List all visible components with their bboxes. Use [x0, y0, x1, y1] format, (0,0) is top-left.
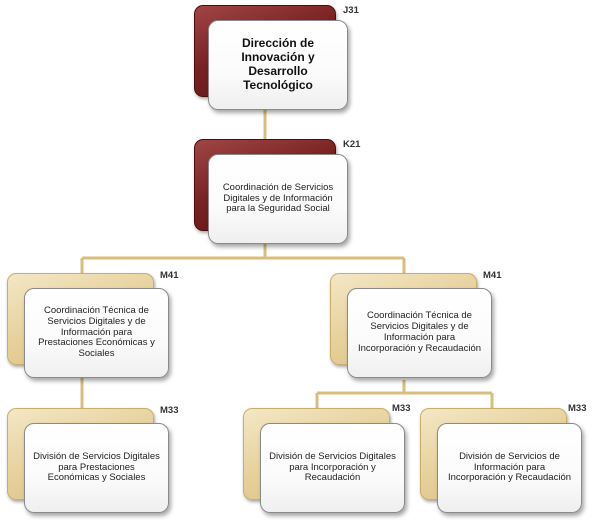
node-box: División de Servicios de Información par…: [437, 423, 582, 513]
node-label: División de Servicios de Información par…: [447, 450, 572, 484]
node-label: División de Servicios Digitales para Pre…: [33, 450, 160, 484]
node-box: Coordinación Técnica de Servicios Digita…: [24, 288, 169, 378]
node-label: Coordinación Técnica de Servicios Digita…: [357, 310, 482, 354]
node-box: División de Servicios Digitales para Pre…: [24, 423, 169, 513]
node-label: Coordinación de Servicios Digitales y de…: [222, 181, 334, 215]
node-code: M33: [160, 405, 179, 416]
org-node-m41-prestaciones: Coordinación Técnica de Servicios Digita…: [7, 273, 172, 383]
org-node-m33-servicios-informacion: División de Servicios de Información par…: [420, 408, 585, 518]
org-node-m41-incorporacion: Coordinación Técnica de Servicios Digita…: [330, 273, 495, 383]
org-node-k21: Coordinación de Servicios Digitales y de…: [194, 139, 354, 247]
node-code: K21: [343, 139, 361, 150]
node-code: M41: [483, 270, 502, 281]
node-code: M33: [392, 403, 411, 414]
org-node-j31: Dirección de Innovación y Desarrollo Tec…: [194, 5, 354, 113]
node-box: Coordinación Técnica de Servicios Digita…: [347, 288, 492, 378]
node-code: J31: [343, 5, 359, 16]
node-label: Coordinación Técnica de Servicios Digita…: [38, 304, 155, 360]
node-label: División de Servicios Digitales para Inc…: [269, 450, 396, 484]
node-box: Coordinación de Servicios Digitales y de…: [208, 154, 348, 244]
node-code: M41: [160, 270, 179, 281]
node-label: Dirección de Innovación y Desarrollo Tec…: [241, 36, 315, 92]
org-node-m33-servicios-digitales: División de Servicios Digitales para Inc…: [243, 408, 408, 518]
node-box: Dirección de Innovación y Desarrollo Tec…: [208, 20, 348, 110]
org-node-m33-prestaciones: División de Servicios Digitales para Pre…: [7, 408, 172, 518]
node-code: M33: [568, 403, 587, 414]
node-box: División de Servicios Digitales para Inc…: [260, 423, 405, 513]
